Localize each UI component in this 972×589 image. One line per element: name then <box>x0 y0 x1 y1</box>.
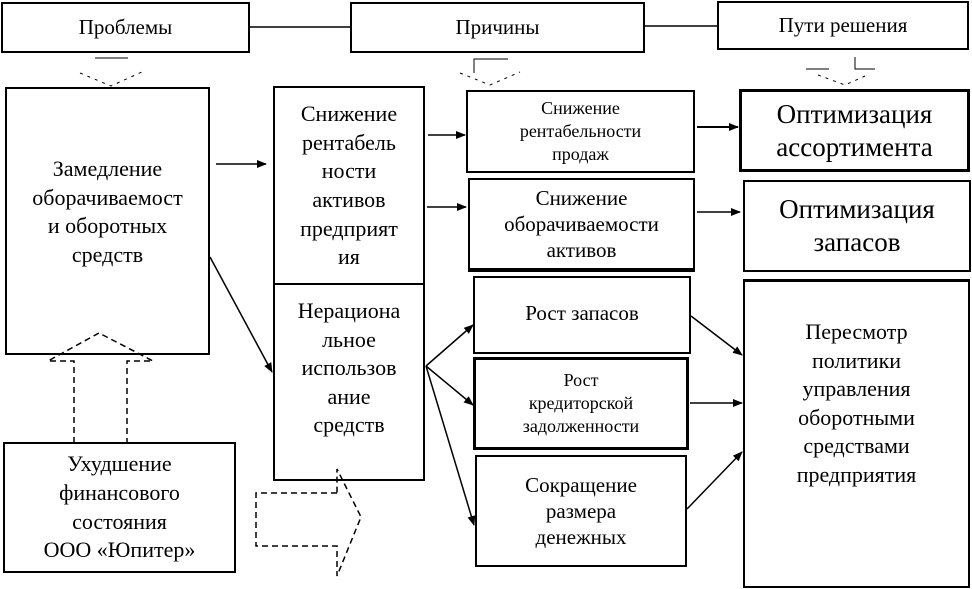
problem-main-text: Замедление оборачиваемост и оборотных ср… <box>32 156 183 267</box>
problem-root-box: Ухудшение финансового состояния ООО «Юпи… <box>3 442 236 573</box>
cause-secondary-box-3: Рост запасов <box>473 276 691 354</box>
cause-primary-box-1: Снижение рентабель ности активов предпри… <box>273 86 425 285</box>
cause-secondary-text-4: Рост кредиторской задолженности <box>522 369 640 437</box>
arrow-icon <box>425 324 474 367</box>
cause-secondary-text-1: Снижение рентабельности продаж <box>519 97 642 165</box>
header-solutions: Пути решения <box>717 1 969 50</box>
solution-text-1: Оптимизация ассортимента <box>776 98 933 162</box>
dashed-arrow-icon <box>255 468 362 577</box>
solution-box-2: Оптимизация запасов <box>743 180 971 272</box>
header-solutions-label: Пути решения <box>778 12 908 37</box>
cause-primary-box-2: Нерациона льное использов ание средств <box>273 283 425 481</box>
cause-primary-text-2: Нерациона льное использов ание средств <box>297 298 401 438</box>
dashed-arrow-icon <box>459 58 521 86</box>
cause-secondary-box-1: Снижение рентабельности продаж <box>466 90 695 173</box>
dashed-arrow-icon <box>806 57 875 86</box>
arrow-icon <box>209 256 273 373</box>
header-causes: Причины <box>350 2 645 53</box>
header-problems: Проблемы <box>1 2 250 53</box>
solution-text-2: Оптимизация запасов <box>779 194 935 257</box>
cause-secondary-text-2: Снижение оборачиваемости активов <box>504 185 659 263</box>
cause-secondary-text-3: Рост запасов <box>525 301 639 325</box>
cause-secondary-box-5: Сокращение размера денежных <box>475 455 687 567</box>
arrow-icon <box>425 365 474 406</box>
cause-secondary-box-2: Снижение оборачиваемости активов <box>468 178 695 272</box>
solution-box-3: Пересмотр политики управления оборотными… <box>743 279 970 588</box>
cause-secondary-box-4: Рост кредиторской задолженности <box>473 357 689 450</box>
problem-root-text: Ухудшение финансового состояния ООО «Юпи… <box>43 451 196 563</box>
cause-secondary-text-5: Сокращение размера денежных <box>525 472 637 550</box>
cause-primary-text-1: Снижение рентабель ности активов предпри… <box>300 101 398 270</box>
solution-text-3: Пересмотр политики управления оборотными… <box>796 319 917 487</box>
arrow-icon <box>686 451 743 510</box>
header-problems-label: Проблемы <box>78 14 173 39</box>
arrow-icon <box>690 315 743 356</box>
header-causes-label: Причины <box>455 14 540 39</box>
dashed-arrow-icon <box>79 57 145 87</box>
arrow-icon <box>425 365 476 526</box>
solution-box-1: Оптимизация ассортимента <box>739 89 970 172</box>
problem-main-box: Замедление оборачиваемост и оборотных ср… <box>5 87 210 355</box>
